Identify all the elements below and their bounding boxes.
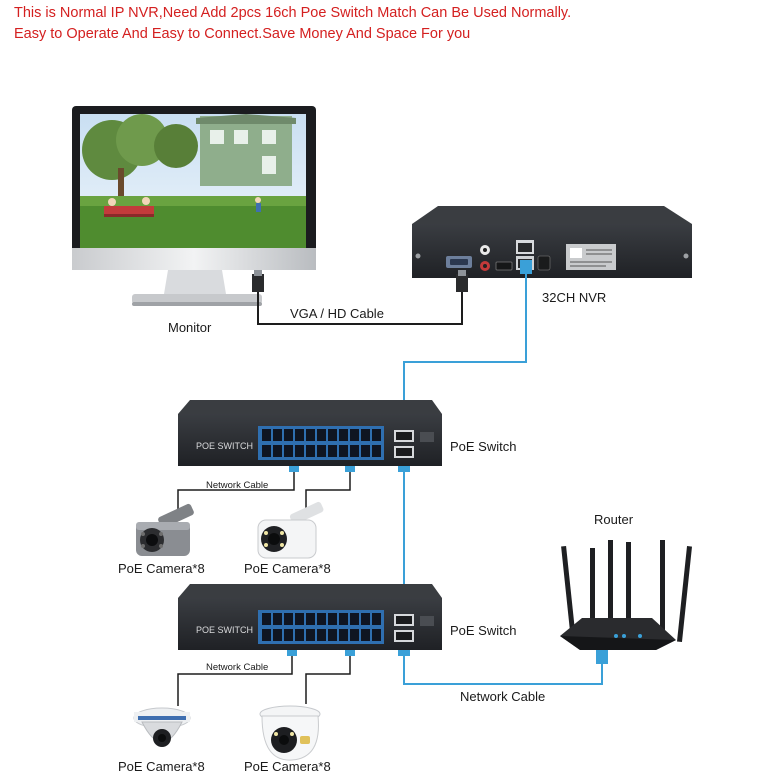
- network-cable-router-label: Network Cable: [460, 689, 545, 704]
- camera-dome: [133, 707, 191, 747]
- network-cable-label-1: Network Cable: [206, 480, 268, 491]
- nvr-device: [412, 206, 692, 278]
- camera-bullet-white-label: PoE Camera*8: [244, 561, 331, 576]
- router-label: Router: [594, 512, 634, 527]
- monitor-label: Monitor: [168, 320, 212, 335]
- camera-bullet-gray-label: PoE Camera*8: [118, 561, 205, 576]
- monitor-base: [132, 294, 262, 304]
- camera-bullet-gray: [136, 503, 194, 556]
- router: [560, 540, 693, 650]
- switch-badge-1: POE SWITCH: [196, 441, 253, 451]
- camera-turret-label: PoE Camera*8: [244, 759, 331, 774]
- switch1-label: PoE Switch: [450, 439, 516, 454]
- nvr-hdmi-port: [495, 261, 513, 271]
- camera-bullet-white: [257, 501, 324, 559]
- header-line-1: This is Normal IP NVR,Need Add 2pcs 16ch…: [14, 5, 572, 21]
- network-cable-label-2: Network Cable: [206, 662, 268, 673]
- monitor: [72, 106, 316, 306]
- camera-cables-switch2: [177, 644, 355, 706]
- poe-switch-2: POE SWITCH: [178, 584, 442, 650]
- header-text: This is Normal IP NVR,Need Add 2pcs 16ch…: [14, 3, 571, 45]
- vga-cable-label: VGA / HD Cable: [290, 306, 384, 321]
- nvr-power-port: [537, 255, 551, 271]
- poe-switch-1: POE SWITCH: [178, 400, 442, 466]
- switch2-label: PoE Switch: [450, 623, 516, 638]
- monitor-chin: [72, 248, 316, 270]
- camera-turret: [259, 705, 321, 761]
- camera-dome-label: PoE Camera*8: [118, 759, 205, 774]
- header-line-2: Easy to Operate And Easy to Connect.Save…: [14, 26, 471, 42]
- vga-cable: [252, 270, 468, 325]
- nvr-label: 32CH NVR: [542, 290, 606, 305]
- monitor-neck: [164, 270, 226, 294]
- monitor-screen-image: [80, 114, 306, 248]
- switch-badge-2: POE SWITCH: [196, 625, 253, 635]
